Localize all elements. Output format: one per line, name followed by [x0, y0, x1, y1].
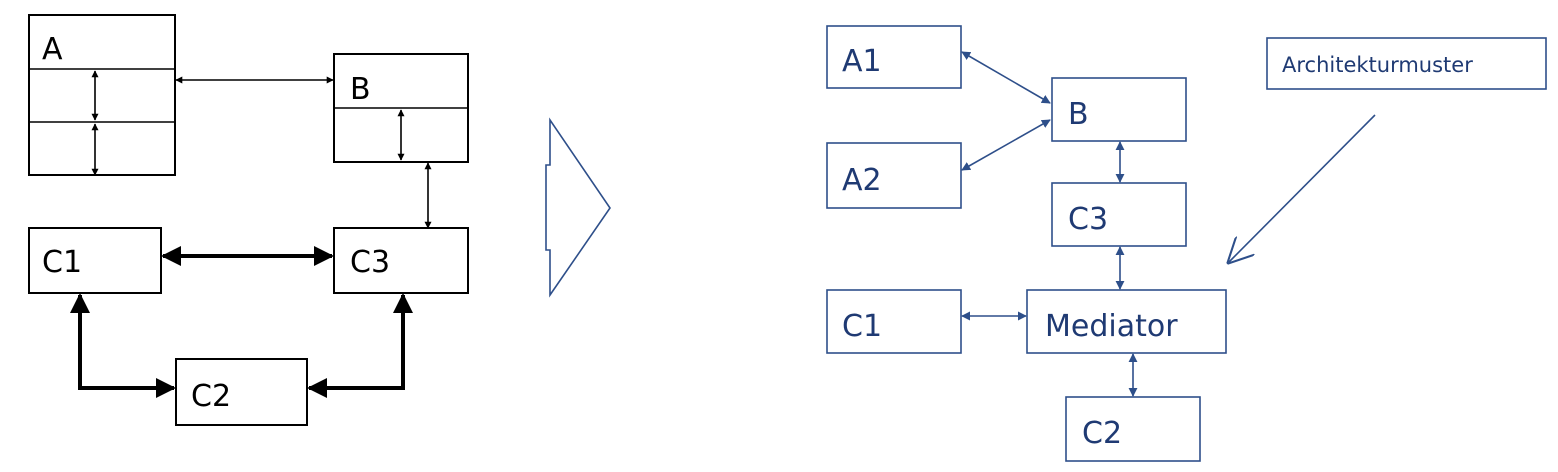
right-box-c1: C1 — [826, 289, 962, 354]
right-box-a1-label: A1 — [842, 44, 882, 79]
right-box-mediator: Mediator — [1026, 289, 1227, 354]
right-box-b-label: B — [1068, 97, 1089, 132]
right-diagram: A1 A2 B C3 Mediator C1 C2 Archite — [826, 25, 1547, 462]
left-diagram: A B C1 C3 C2 — [28, 14, 469, 426]
right-box-c2-label: C2 — [1082, 416, 1122, 451]
left-box-c3: C3 — [333, 227, 469, 294]
left-box-c2: C2 — [175, 358, 308, 426]
left-box-a: A — [28, 14, 176, 176]
note-label: Architekturmuster — [1282, 53, 1473, 77]
left-box-c2-label: C2 — [191, 379, 231, 414]
left-box-a-label: A — [42, 32, 63, 67]
right-arrow-a2-b — [961, 119, 1051, 171]
note-box: Architekturmuster — [1266, 37, 1547, 90]
right-box-b: B — [1051, 77, 1187, 142]
right-box-a1: A1 — [826, 25, 962, 89]
right-arrow-a1-b — [961, 51, 1051, 104]
right-box-c2: C2 — [1065, 396, 1201, 462]
left-box-c1: C1 — [28, 227, 162, 294]
right-box-c3-label: C3 — [1068, 202, 1108, 237]
left-box-c3-label: C3 — [350, 245, 390, 280]
left-arrow-c1-c2 — [70, 293, 176, 398]
note-pointer-arrow — [1229, 114, 1376, 262]
right-box-a2: A2 — [826, 142, 962, 209]
right-box-mediator-label: Mediator — [1045, 309, 1178, 344]
right-box-a2-label: A2 — [842, 163, 882, 198]
left-box-b-label: B — [350, 72, 371, 107]
left-arrow-c3-c2 — [307, 293, 413, 398]
transform-arrow-icon — [545, 117, 611, 298]
right-box-c1-label: C1 — [842, 309, 882, 344]
left-box-c1-label: C1 — [42, 245, 82, 280]
right-box-c3: C3 — [1051, 182, 1187, 247]
